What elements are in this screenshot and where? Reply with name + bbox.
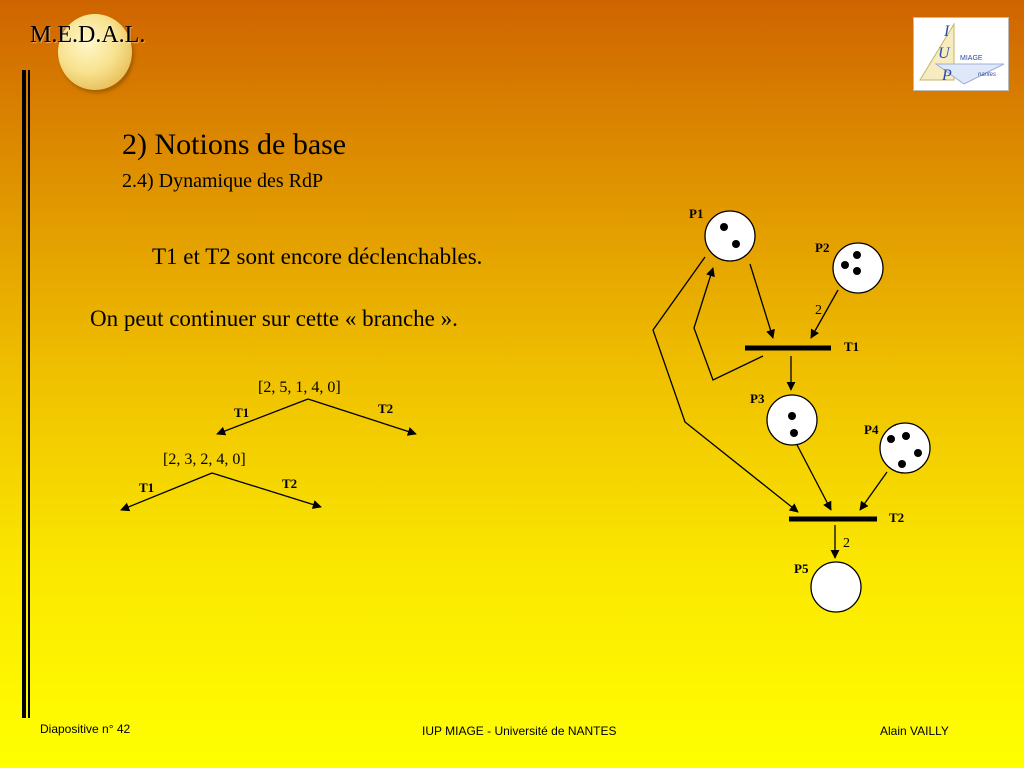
token: [853, 267, 861, 275]
arc-p3-t2: [794, 440, 832, 511]
footer-author: Alain VAILLY: [880, 724, 949, 738]
brand-title: M.E.D.A.L.: [30, 22, 146, 48]
place-p5: [810, 561, 862, 613]
place-p3: [766, 394, 818, 446]
label-p1: P1: [689, 206, 703, 221]
arc-p1-t1: [749, 263, 775, 339]
tree-edge-t2-a: [307, 398, 417, 436]
footer-institution: IUP MIAGE - Université de NANTES: [422, 724, 617, 738]
logo-word-miage: MIAGE: [960, 55, 983, 62]
slide-title: 2) Notions de base: [122, 128, 347, 161]
tree-label-t1-b: T1: [139, 480, 154, 495]
medal-coin-icon: [58, 14, 132, 90]
label-t2: T2: [889, 510, 904, 525]
token: [790, 429, 798, 437]
logo-word-nantes: nantes: [978, 72, 996, 78]
iup-logo-icon: I U P MIAGE nantes: [919, 22, 1005, 85]
token: [887, 435, 895, 443]
token: [914, 449, 922, 457]
logo-letter-u: U: [938, 45, 951, 62]
token: [902, 432, 910, 440]
token: [788, 412, 796, 420]
arc-t1-p1: [693, 267, 764, 381]
tree-edge-t1-b: [120, 472, 213, 512]
weight-p2-t1: 2: [815, 303, 822, 318]
tree-label-t1-a: T1: [234, 405, 249, 420]
weight-t2-p5: 2: [843, 536, 850, 551]
token: [841, 261, 849, 269]
label-p2: P2: [815, 240, 829, 255]
label-p3: P3: [750, 391, 765, 406]
iup-logo: I U P MIAGE nantes: [913, 17, 1009, 91]
place-p2: [832, 242, 884, 294]
arc-p2-t1: [810, 289, 839, 339]
slide-subtitle: 2.4) Dynamique des RdP: [122, 170, 324, 192]
tree-edge-t1-a: [216, 398, 309, 436]
logo-letter-i: I: [943, 23, 950, 40]
statement-fireable: T1 et T2 sont encore déclenchables.: [152, 244, 483, 269]
label-p4: P4: [864, 422, 879, 437]
arc-p1-t2: [652, 256, 799, 513]
tree-root-marking: [2, 5, 1, 4, 0]: [258, 379, 341, 396]
token: [853, 251, 861, 259]
logo-letter-p: P: [941, 67, 952, 84]
arc-p4-t2: [859, 471, 888, 511]
tree-edge-t2-b: [211, 472, 322, 509]
token: [732, 240, 740, 248]
reachability-tree: [2, 5, 1, 4, 0] T1 T2 [2, 3, 2, 4, 0] T1…: [120, 379, 417, 512]
place-p4: [879, 422, 931, 474]
left-bar-thick: [22, 70, 26, 718]
token: [898, 460, 906, 468]
tree-label-t2-a: T2: [378, 401, 393, 416]
footer-slide-number: Diapositive n° 42: [40, 722, 131, 736]
token: [720, 223, 728, 231]
petri-net: [652, 256, 888, 559]
tree-child-marking: [2, 3, 2, 4, 0]: [163, 451, 246, 468]
statement-continue: On peut continuer sur cette « branche ».: [90, 306, 458, 331]
place-p1: [704, 210, 756, 262]
label-p5: P5: [794, 561, 809, 576]
tree-label-t2-b: T2: [282, 476, 297, 491]
label-t1: T1: [844, 339, 859, 354]
left-bar-thin: [28, 70, 30, 718]
